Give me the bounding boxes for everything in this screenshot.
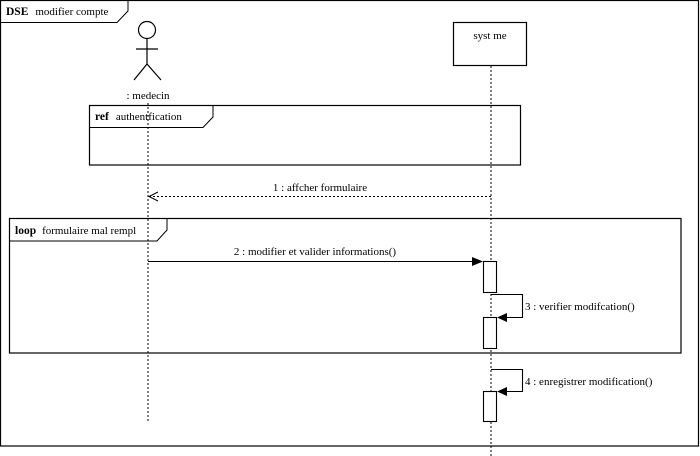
loop-frame: [8, 217, 682, 354]
frame-name: modifier compte: [35, 6, 108, 18]
message-4: 4 : enregistrer modification(): [491, 368, 653, 396]
frame-keyword: DSE: [6, 6, 29, 18]
activation-systeme-2: [482, 316, 498, 350]
message-3-line: [491, 293, 524, 319]
ref-title: ref authentfication: [95, 107, 182, 124]
message-4-arrowhead: [497, 387, 507, 396]
message-2-label: 2 : modifier et valider informations(): [234, 246, 397, 258]
outer-frame-tab: [0, 0, 129, 23]
message-4-label: 4 : enregistrer modification(): [525, 376, 653, 388]
message-3: 3 : verifier modifcation(): [491, 293, 635, 322]
loop-title: loop formulaire mal rempl: [15, 221, 136, 238]
participant-systeme-box: [452, 21, 528, 67]
message-4-line: [491, 368, 524, 393]
message-2: 2 : modifier et valider informations(): [148, 246, 483, 266]
message-3-label: 3 : verifier modifcation(): [525, 301, 635, 313]
message-3-arrowhead: [497, 313, 507, 322]
activation-systeme-3: [482, 390, 498, 423]
participant-systeme-label: syst me: [473, 30, 506, 42]
ref-tab: [89, 105, 214, 128]
fragment-loop: loop formulaire mal rempl: [8, 217, 682, 354]
message-2-arrowhead: [472, 257, 483, 266]
actor-right-leg: [146, 63, 162, 81]
frame-title: DSE modifier compte: [6, 2, 108, 19]
actor-medecin: [133, 20, 162, 81]
ref-label: authentfication: [116, 111, 182, 123]
message-1-label: 1 : affcher formulaire: [273, 182, 367, 194]
actor-head: [137, 20, 157, 40]
activation-systeme-1: [482, 260, 498, 294]
message-1: 1 : affcher formulaire: [147, 182, 491, 202]
loop-label: formulaire mal rempl: [42, 225, 136, 237]
ref-frame: [88, 104, 522, 166]
message-1-arrowhead: [147, 191, 159, 202]
fragment-ref: ref authentfication: [88, 104, 522, 166]
loop-keyword: loop: [15, 225, 36, 237]
actor-left-leg: [133, 63, 148, 81]
actor-medecin-label: : medecin: [126, 90, 170, 102]
ref-keyword: ref: [95, 111, 109, 123]
loop-tab: [9, 218, 168, 242]
